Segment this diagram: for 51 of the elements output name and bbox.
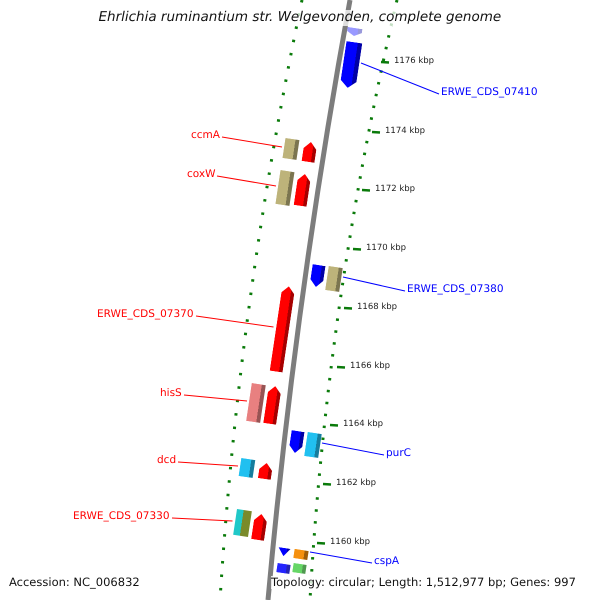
scale-label: 1160 kbp: [330, 538, 370, 548]
pointed-gene-block: [257, 462, 273, 480]
gene-block: [276, 562, 290, 574]
gene-label: ERWE_CDS_07370: [97, 308, 194, 320]
pointed-gene-block: [250, 513, 268, 541]
gene-label: hisS: [160, 387, 182, 400]
gene-block: [246, 383, 266, 423]
leader-line: [196, 316, 274, 328]
pointed-gene-block: [262, 385, 282, 425]
scale-label: 1172 kbp: [375, 185, 416, 195]
gene-block: [293, 548, 309, 560]
scale-label: 1170 kbp: [366, 244, 406, 254]
scale-label: 1164 kbp: [343, 420, 384, 430]
scale-label: 1176 kbp: [394, 57, 434, 67]
leader-line: [222, 136, 282, 148]
pointed-gene-block: [288, 430, 304, 454]
pointed-gene-block: [301, 141, 317, 163]
leader-line: [216, 176, 276, 186]
leader-line: [322, 442, 384, 456]
leader-line: [184, 394, 248, 402]
scale-label: 1166 kbp: [350, 362, 390, 372]
gene-block: [232, 509, 252, 537]
gene-label: cspA: [374, 555, 400, 568]
title: Ehrlichia ruminantium str. Welgevonden, complete genome: [98, 10, 502, 26]
gene-block: [282, 138, 300, 160]
footer-text: Accession: NC_006832: [9, 576, 140, 589]
gene-block: [238, 458, 256, 478]
leader-line: [178, 462, 238, 466]
leader-line: [310, 552, 372, 564]
pointed-gene-block: [277, 547, 291, 557]
gene-label: ERWE_CDS_07380: [407, 283, 504, 296]
leader-line: [342, 276, 406, 292]
gene-block: [325, 266, 343, 292]
gene-label: ccmA: [191, 129, 220, 142]
pointed-gene-block: [308, 264, 326, 288]
gene-block: [304, 432, 322, 458]
pointed-gene-block: [293, 173, 311, 207]
gene-block: [292, 562, 306, 574]
gene-label: ERWE_CDS_07410: [441, 86, 538, 98]
scale-label: 1162 kbp: [336, 479, 376, 489]
leader-line: [172, 518, 233, 522]
gene-label: ERWE_CDS_07330: [73, 510, 170, 522]
scale-label: 1168 kbp: [357, 303, 398, 313]
gene-label: dcd: [157, 454, 176, 466]
gene-block: [276, 170, 294, 206]
gene-label: coxW: [187, 168, 216, 180]
gene-label: purC: [386, 447, 411, 460]
footer-text: Topology: circular; Length: 1,512,977 bp; Genes: 997: [271, 576, 576, 589]
pointed-gene-block: [346, 26, 362, 38]
leader-line: [360, 62, 440, 94]
scale-label: 1174 kbp: [385, 127, 426, 137]
